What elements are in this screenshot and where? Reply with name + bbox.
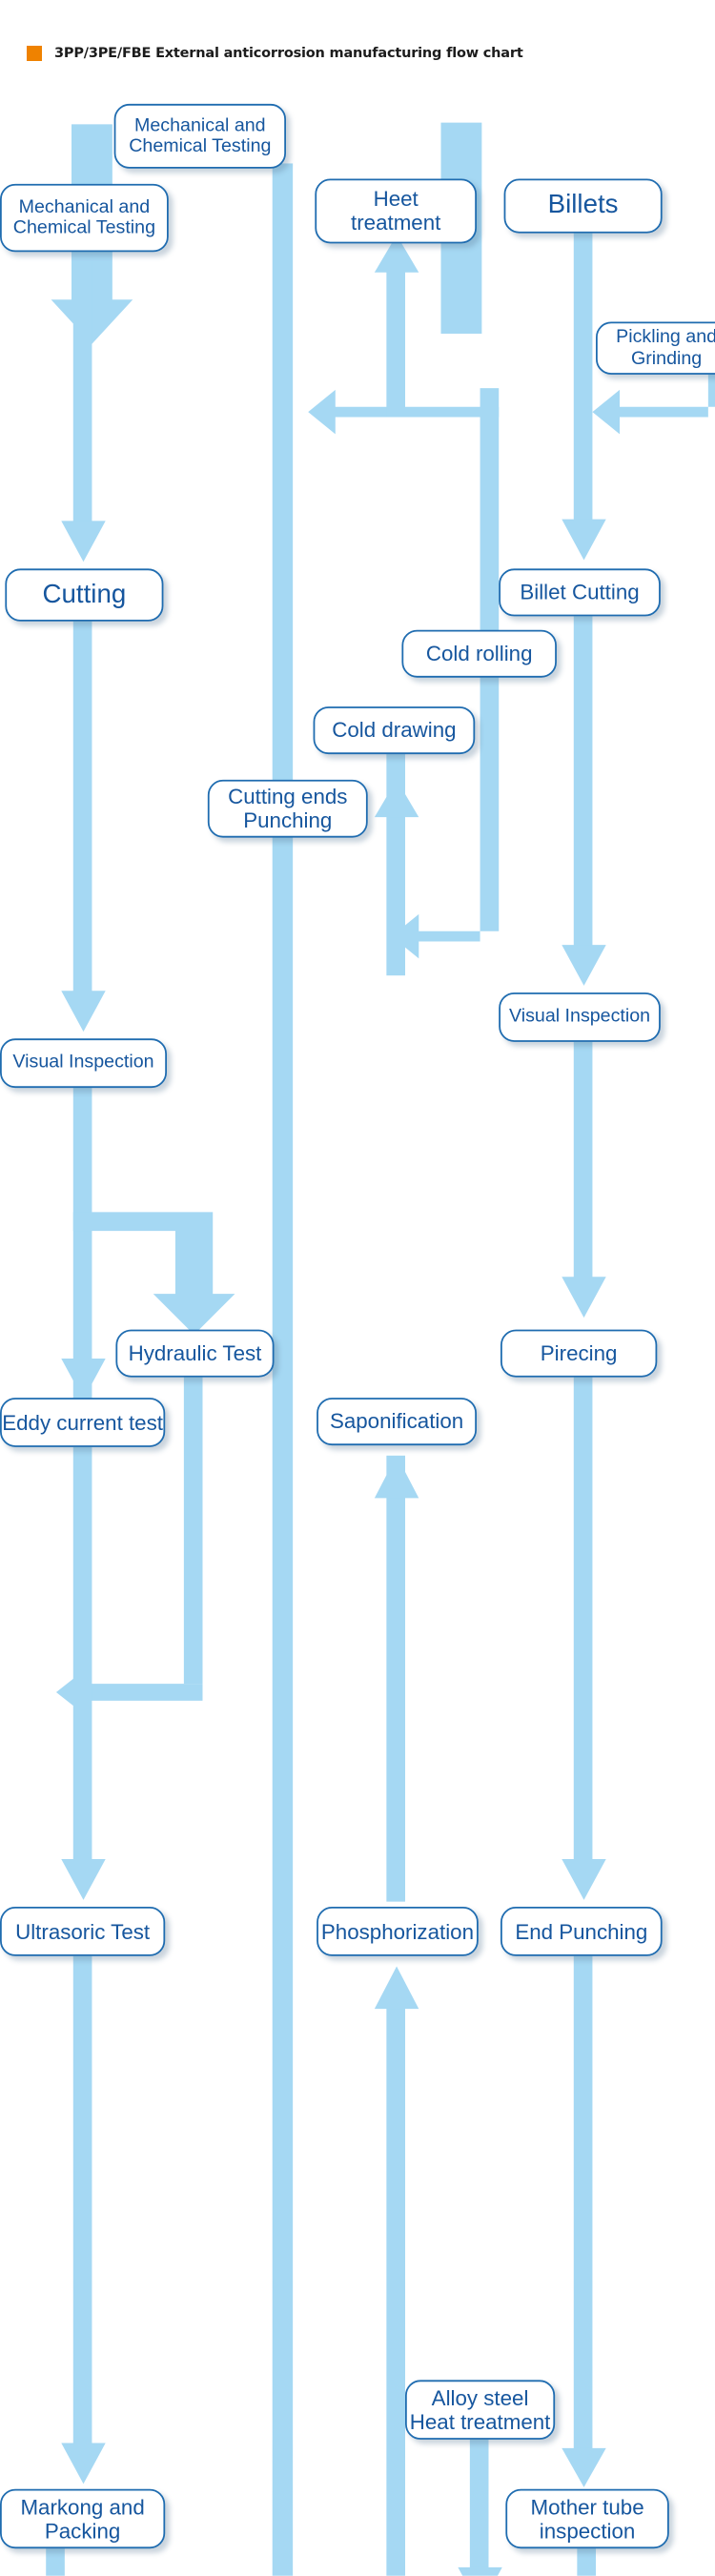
edge-coldrolling-down-line — [480, 388, 500, 678]
edge-eddy-to-ultrasoric-arrow — [61, 1859, 106, 1900]
edge-billets-to-billetcutting-arrow — [562, 519, 606, 561]
edge-alloy-to-picking-line — [469, 2439, 489, 2573]
edge-ultrasoric-to-markong-arrow — [61, 2443, 106, 2484]
edge-endpunching-to-mothertube-line — [573, 1955, 593, 2454]
bullet-square-icon — [27, 46, 42, 61]
edge-colddrawing-arrow — [374, 779, 419, 818]
node-cold-rolling[interactable]: Cold rolling — [401, 629, 557, 678]
node-eddy-current-test[interactable]: Eddy current test — [0, 1398, 166, 1447]
edge-alloy-to-picking-arrow — [458, 2566, 502, 2576]
edge-saponification-arrow — [374, 1455, 419, 1499]
edge-visualleft-arrow — [61, 1359, 106, 1400]
node-visual-inspection-right[interactable]: Visual Inspection — [499, 992, 661, 1042]
node-pirecing[interactable]: Pirecing — [500, 1329, 658, 1378]
page-title: 3PP/3PE/FBE External anticorrosion manuf… — [27, 46, 523, 61]
node-mechanical-chemical-testing-top[interactable]: Mechanical and Chemical Testing — [113, 103, 286, 169]
node-billet-cutting[interactable]: Billet Cutting — [499, 568, 661, 617]
edge-billets-to-billetcutting-line — [573, 233, 593, 523]
edge-heet-uparrow-line — [386, 263, 405, 418]
edge-visualright-to-pirecing-line — [573, 1041, 593, 1280]
node-mother-tube-inspection[interactable]: Mother tube inspection — [505, 2488, 669, 2549]
edge-eddy-to-ultrasoric-line — [72, 1446, 92, 1859]
edge-picking-to-phosphorization-line — [386, 1992, 405, 2576]
node-cold-drawing[interactable]: Cold drawing — [313, 706, 476, 755]
spine-center-left — [272, 163, 294, 2576]
edge-ultrasoric-to-markong-line — [72, 1955, 92, 2447]
edge-mothertube-to-picking — [577, 2548, 596, 2576]
edge-picking-to-phosphorization-arrow — [374, 1966, 419, 2010]
edge-hydraulic-loop-left — [55, 1665, 203, 1718]
edge-hydraulic-down-line — [183, 1377, 203, 1685]
node-mechanical-chemical-testing-left[interactable]: Mechanical and Chemical Testing — [0, 183, 169, 253]
node-markong-and-packing[interactable]: Markong and Packing — [0, 2488, 166, 2549]
node-hydraulic-test[interactable]: Hydraulic Test — [115, 1329, 275, 1378]
node-phosphorization[interactable]: Phosphorization — [317, 1907, 479, 1956]
edge-endpunching-to-mothertube-arrow — [562, 2447, 606, 2487]
edge-visualright-to-pirecing-arrow — [562, 1277, 606, 1319]
node-end-punching[interactable]: End Punching — [500, 1907, 663, 1956]
node-saponification[interactable]: Saponification — [317, 1398, 477, 1446]
edge-visualleft-to-hydraulic — [72, 1212, 235, 1335]
edge-cutting-to-visualleft-arrow — [61, 991, 106, 1032]
edge-pirecing-to-endpunching-line — [573, 1377, 593, 1863]
node-visual-inspection-left[interactable]: Visual Inspection — [0, 1038, 167, 1089]
node-billets[interactable]: Billets — [503, 178, 663, 234]
edge-cuttingends-loop — [391, 677, 500, 959]
edge-mechleft-to-cutting-arrow — [61, 521, 106, 562]
node-cutting-ends-punching[interactable]: Cutting ends Punching — [207, 779, 368, 838]
edge-billetcutting-to-visualright-arrow — [562, 945, 606, 986]
edge-cutting-to-visualleft-line — [72, 621, 92, 994]
edge-heet-uparrow-head — [374, 235, 419, 273]
edge-visualleft-down-line — [72, 1088, 92, 1412]
edge-pickling-to-billets — [592, 374, 715, 435]
edge-mechleft-to-cutting-line — [72, 252, 92, 524]
edge-saponification-line — [386, 1455, 405, 1902]
node-cutting[interactable]: Cutting — [5, 568, 164, 622]
edge-markong-to-weighing — [46, 2548, 65, 2576]
node-alloy-steel-heat-treatment[interactable]: Alloy steel Heat treatment — [405, 2380, 556, 2440]
edge-billetcutting-to-visualright-line — [573, 616, 593, 949]
node-pickling-and-grinding[interactable]: Pickling and Grinding — [596, 321, 715, 375]
node-ultrasoric-test[interactable]: Ultrasoric Test — [0, 1907, 166, 1956]
node-heet-treatment[interactable]: Heet treatment — [315, 178, 477, 244]
edge-pirecing-to-endpunching-arrow — [562, 1859, 606, 1900]
page-title-text: 3PP/3PE/FBE External anticorrosion manuf… — [54, 46, 523, 61]
